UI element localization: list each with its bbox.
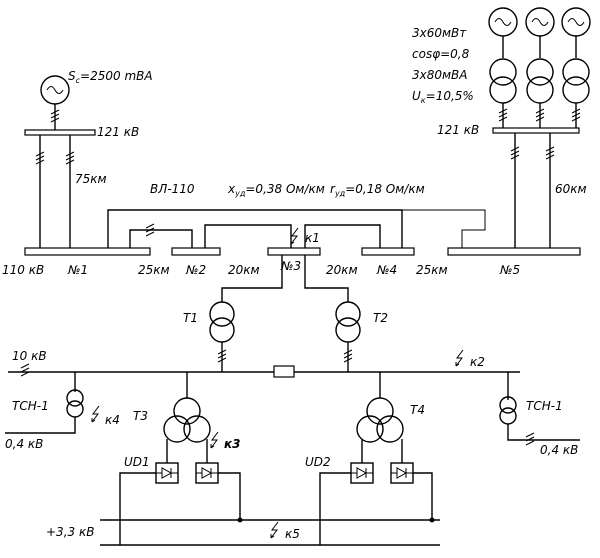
substation-n4-label: №4 [376,263,397,277]
distance-34: 20км [326,263,358,277]
generator-icon [525,7,555,37]
bus-n4 [361,247,415,256]
t3-label: T3 [133,409,148,423]
bus-n3 [267,247,321,256]
distance-23: 20км [228,263,260,277]
rectifier-ud1-label: UD1 [124,455,150,469]
distance-45: 25км [416,263,448,277]
tsn-left-transformer [66,389,84,418]
diode-icon [350,462,374,484]
gen-power-label: 3x60мВт [412,26,467,40]
fault-k1-icon [290,227,299,245]
rectifier-ud1 [155,462,219,484]
line-name: ВЛ-110 [150,182,195,196]
bus-dc-label: +3,3 кВ [46,525,94,539]
bus-04kv-right-label: 0,4 кВ [540,443,578,457]
right-system-transformers [489,36,590,128]
bus-04kv-left-label: 0,4 кВ [5,437,43,451]
bus-n5 [447,247,581,256]
diode-icon [390,462,414,484]
uk-label: Uк=10,5% [412,89,474,105]
x-specific-label: xуд=0,38 Ом/км [227,182,325,198]
rectifier-ud2-label: UD2 [305,455,331,469]
bus-121kv-right-label: 121 кВ [437,123,479,137]
fault-k4-label: к4 [105,413,120,427]
sectional-breaker [273,365,295,378]
fault-k1-label: к1 [305,231,320,245]
fault-k5-label: к5 [285,527,300,541]
substation-buses [24,247,581,256]
transformer-t4 [356,397,404,443]
generator-icon [561,7,591,37]
fault-k3-icon [210,431,219,449]
voltage-110-label: 110 кВ [2,263,44,277]
right-system-generators [488,7,591,37]
t2-label: T2 [373,311,388,325]
tsn-right-transformer [499,396,517,425]
bus-n1 [24,247,151,256]
fault-k4-icon [91,405,100,423]
t4-label: T4 [410,403,425,417]
cosphi-label: cosφ=0,8 [412,47,470,61]
transformer-t2 [335,301,361,343]
bus-10kv-label: 10 кВ [12,349,47,363]
generator-icon [40,75,70,105]
transformer-t3 [163,397,211,443]
line-length-75: 75км [75,172,107,186]
system-power-label: Sc=2500 mBA [68,69,153,85]
fault-k2-icon [455,349,464,367]
bus-121kv-left [24,129,96,136]
generator-icon [488,7,518,37]
fault-k2-label: к2 [470,355,485,369]
distance-12: 25км [138,263,170,277]
tsn-left-label: ТСН-1 [12,399,49,413]
bus-n2 [171,247,221,256]
diode-icon [155,462,179,484]
r-specific-label: rуд=0,18 Ом/км [330,182,425,198]
substation-n2-label: №2 [185,263,206,277]
line-length-60: 60км [555,182,587,196]
fault-k5-icon [270,521,279,539]
tsn-right-label: ТСН-1 [526,399,563,413]
bus-121kv-right [492,127,580,134]
substation-n3-label: №3 [280,259,301,273]
substation-n5-label: №5 [499,263,520,277]
left-system-generator [40,75,70,105]
line-network [107,209,486,248]
rectifier-ud2 [350,462,414,484]
transformer-t1 [209,301,235,343]
substation-n1-label: №1 [67,263,88,277]
t1-label: T1 [183,311,198,325]
diode-icon [195,462,219,484]
transformer-rating-label: 3x80мВА [412,68,468,82]
fault-k3-label: к3 [224,437,241,451]
bus-121kv-left-label: 121 кВ [97,125,139,139]
